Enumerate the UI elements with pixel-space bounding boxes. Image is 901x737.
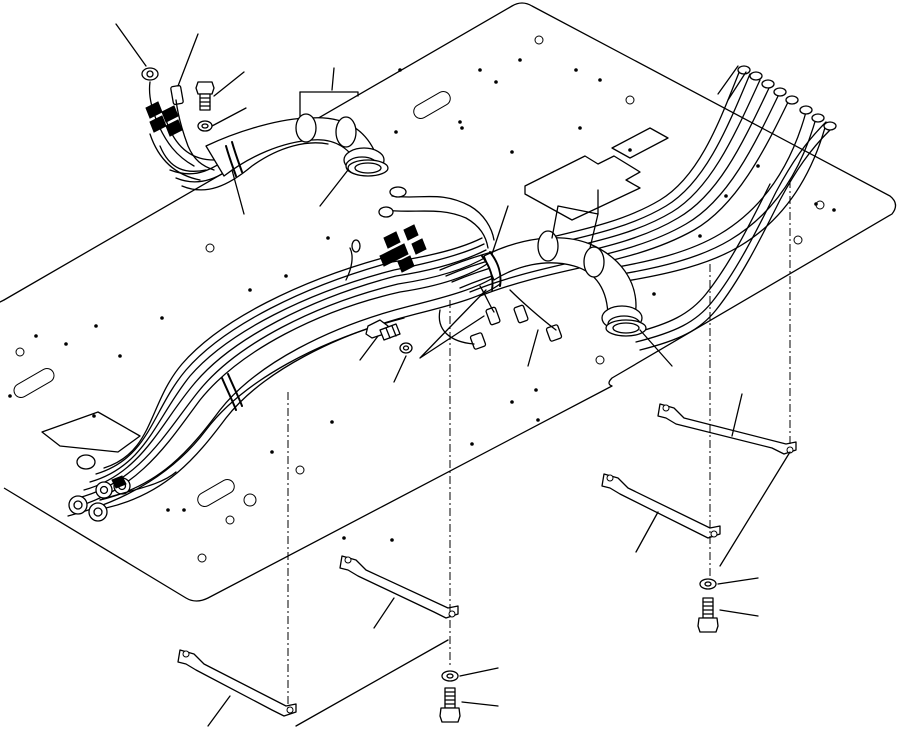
leader-lines (115, 23, 759, 727)
bracket-4 (657, 403, 797, 455)
bolt-top-left (195, 81, 215, 132)
hose-end-fittings-left (68, 454, 177, 522)
floor-plate (0, 2, 897, 602)
bracket-2 (339, 555, 459, 619)
hose-cut-ends-right (717, 65, 837, 131)
bolt-center (365, 319, 413, 354)
bolt-right (697, 597, 719, 633)
plate-slots (13, 91, 669, 507)
grommet-left (347, 159, 389, 177)
washer-right (699, 578, 717, 590)
assembly-centerlines (287, 180, 791, 727)
bracket-1 (177, 649, 297, 717)
plate-holes (15, 35, 825, 563)
grommet-right (605, 319, 647, 337)
washer-bottom-center (441, 670, 459, 682)
bolt-bottom-center (439, 687, 461, 723)
plate-rivets (8, 58, 836, 542)
fitting-cluster-top-left (141, 67, 215, 171)
bracket-3 (601, 473, 721, 539)
fitting-cluster-center (345, 186, 563, 350)
hose-bundle (67, 65, 837, 522)
